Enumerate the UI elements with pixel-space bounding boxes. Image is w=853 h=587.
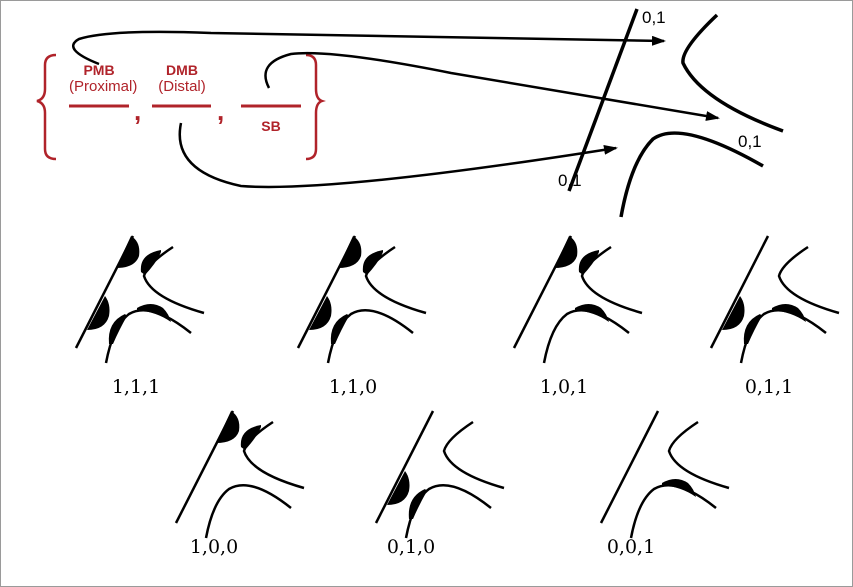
lesion-pmb-wall — [116, 236, 140, 268]
lesion-pmb-branch — [140, 250, 161, 275]
bifurcation-variant — [599, 410, 730, 539]
upper-branch-wall — [142, 245, 205, 315]
upper-branch-wall — [364, 245, 427, 315]
lesion-pmb-wall — [554, 236, 578, 268]
upper-branch-wall — [681, 13, 784, 133]
pmb-label: PMB — [83, 62, 115, 78]
side-branch-wall — [629, 484, 717, 539]
variant-label: 0,0,1 — [606, 536, 656, 558]
lesion-dmb-branch — [108, 314, 127, 344]
upper-branch-wall — [667, 420, 730, 490]
lesion-dmb-wall — [309, 296, 332, 330]
main-label-dmb: 0,1 — [738, 132, 762, 151]
dmb-label: DMB — [166, 62, 198, 78]
upper-branch-wall — [442, 420, 505, 490]
dmb-sublabel: (Distal) — [158, 78, 206, 95]
upper-branch-wall — [777, 245, 840, 315]
upper-branch-wall — [580, 245, 643, 315]
lesion-dmb-branch — [408, 489, 427, 519]
bifurcation-variant — [74, 235, 205, 364]
variant-label: 1,1,1 — [111, 376, 161, 398]
pmb-sublabel: (Proximal) — [69, 78, 138, 95]
dmb-block: DMB (Distal) — [152, 62, 212, 95]
lesion-sb — [772, 304, 806, 322]
lesion-pmb-branch — [362, 250, 383, 275]
comma-2: , — [217, 96, 225, 126]
main-vessel-wall — [709, 235, 770, 349]
arrow-pmb — [72, 30, 666, 66]
lesion-pmb-wall — [338, 236, 362, 268]
lesion-dmb-branch — [743, 314, 762, 344]
lesion-sb — [662, 479, 696, 497]
side-branch-wall — [619, 131, 764, 218]
main-label-pmb: 0,1 — [642, 8, 666, 27]
pmb-block: PMB (Proximal) — [69, 62, 138, 95]
sb-label: SB — [261, 118, 281, 134]
variant-label: 0,1,0 — [386, 536, 436, 558]
variant-label: 0,1,1 — [744, 376, 794, 398]
left-brace — [36, 53, 57, 161]
lesion-pmb-branch — [240, 425, 261, 450]
lesion-dmb-wall — [722, 296, 745, 330]
bifurcation-variant — [174, 410, 305, 539]
main-vessel-wall — [374, 410, 435, 524]
comma-1: , — [134, 96, 142, 126]
variant-label: 1,1,0 — [328, 376, 378, 398]
variant-group — [74, 235, 840, 539]
lesion-dmb-wall — [387, 471, 410, 505]
lesion-pmb-wall — [216, 411, 240, 443]
arrows — [72, 30, 720, 189]
lesion-dmb-wall — [87, 296, 110, 330]
main-vessel-wall — [567, 8, 639, 192]
upper-branch-wall — [242, 420, 305, 490]
main-vessel-wall — [599, 410, 660, 524]
lesion-dmb-branch — [330, 314, 349, 344]
side-branch-wall — [204, 484, 292, 539]
arrow-sb — [264, 51, 720, 121]
variant-label: 1,0,1 — [539, 376, 589, 398]
side-branch-wall — [542, 309, 630, 364]
lesion-pmb-branch — [578, 250, 599, 275]
right-brace — [305, 53, 326, 161]
bifurcation-variant — [512, 235, 643, 364]
bifurcation-variant — [374, 410, 505, 539]
lesion-sb — [137, 304, 171, 322]
lesion-sb — [575, 304, 609, 322]
arrow-dmb — [178, 122, 618, 189]
main-label-sb: 0,1 — [558, 171, 582, 190]
bifurcation-variant — [709, 235, 840, 364]
bifurcation-variant — [296, 235, 427, 364]
variant-label: 1,0,0 — [189, 536, 239, 558]
